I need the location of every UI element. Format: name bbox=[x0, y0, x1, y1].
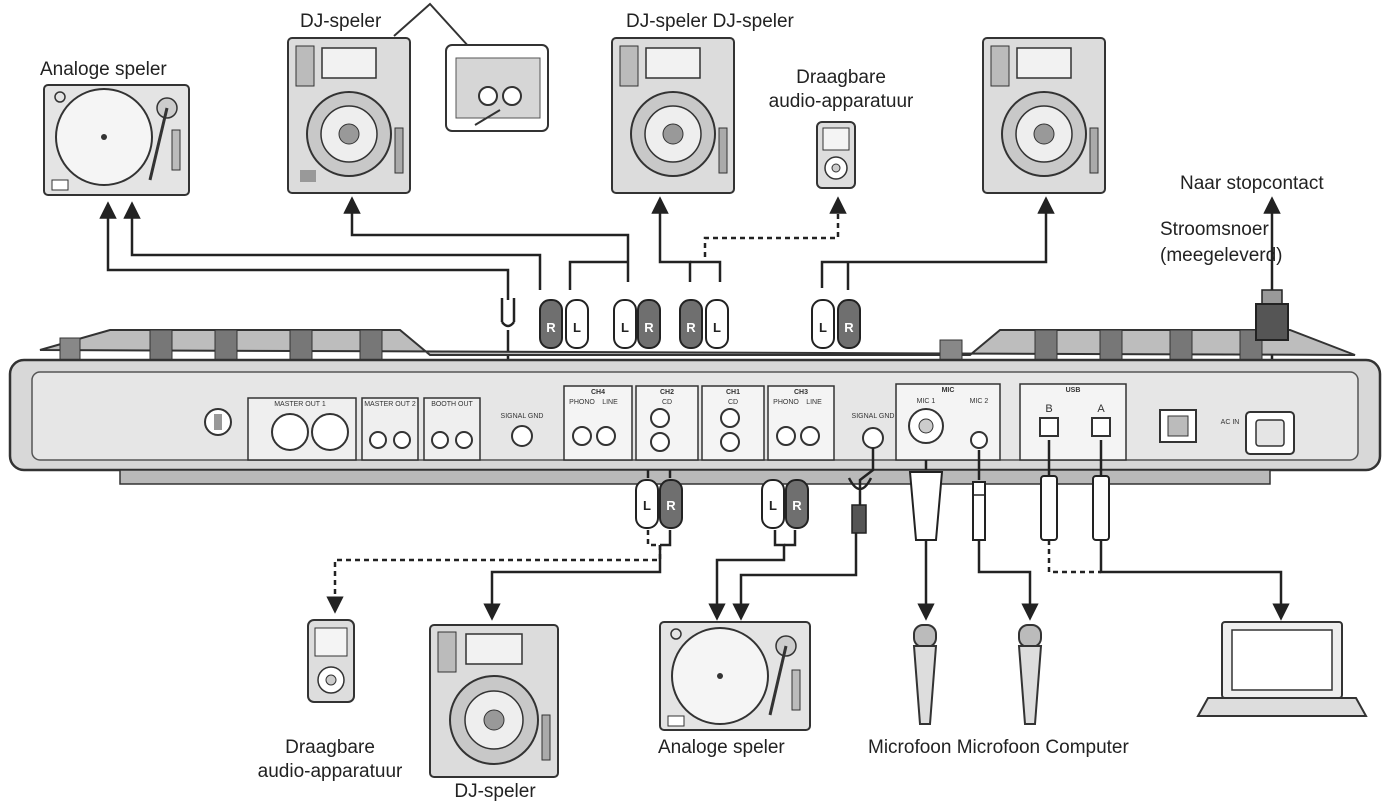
svg-text:R: R bbox=[644, 320, 654, 335]
label-power-cord-1: Stroomsnoer bbox=[1160, 219, 1269, 240]
svg-text:L: L bbox=[819, 320, 827, 335]
label-portable-top-1: Draagbare bbox=[796, 67, 886, 88]
label-ch4-phono: PHONO bbox=[569, 399, 595, 406]
svg-text:R: R bbox=[792, 498, 802, 513]
label-portable-bottom-1: Draagbare bbox=[285, 737, 375, 758]
controller-body bbox=[8, 329, 1382, 485]
svg-text:R: R bbox=[844, 320, 854, 335]
dj-player-bottom bbox=[429, 624, 559, 778]
dj-player-top-1 bbox=[287, 37, 411, 194]
microphone-1 bbox=[912, 624, 938, 725]
portable-audio-bottom bbox=[307, 619, 355, 703]
jack-plug bbox=[972, 481, 986, 541]
label-usb: USB bbox=[1066, 387, 1081, 394]
label-booth-out: BOOTH OUT bbox=[431, 401, 473, 408]
label-bottom-row: Microfoon Microfoon Computer bbox=[868, 737, 1129, 758]
label-ch1: CH1 bbox=[726, 389, 740, 396]
plug-l-ch3-bottom: L bbox=[761, 479, 785, 529]
usb-plugs bbox=[1040, 475, 1110, 541]
label-to-outlet: Naar stopcontact bbox=[1180, 173, 1324, 194]
plug-r-ch4: R bbox=[539, 299, 563, 349]
label-signal-gnd-left: SIGNAL GND bbox=[501, 413, 544, 420]
callout-zoom bbox=[393, 2, 549, 132]
label-ch3-phono: PHONO bbox=[773, 399, 799, 406]
svg-text:L: L bbox=[769, 498, 777, 513]
label-master-out-2: MASTER OUT 2 bbox=[364, 401, 416, 408]
plug-l-ch4: L bbox=[565, 299, 589, 349]
ground-fork-top bbox=[500, 298, 516, 328]
label-ac-in: AC IN bbox=[1221, 419, 1240, 426]
portable-audio-top bbox=[816, 121, 856, 189]
cables-bottom bbox=[326, 440, 1290, 612]
plug-l-ch2: L bbox=[635, 479, 659, 529]
label-dj-player-top-2: DJ-speler DJ-speler bbox=[626, 11, 794, 32]
plugs-bottom: L R L R bbox=[635, 479, 809, 529]
label-portable-bottom-2: audio-apparatuur bbox=[257, 761, 403, 782]
plug-r-ch1: R bbox=[679, 299, 703, 349]
label-usb-b: B bbox=[1045, 403, 1052, 415]
microphone-2 bbox=[1017, 624, 1043, 725]
dj-player-top-2 bbox=[611, 37, 735, 194]
plug-l-ch4b: L bbox=[613, 299, 637, 349]
label-analog-player-top: Analoge speler bbox=[40, 59, 167, 80]
plug-r-ch2: R bbox=[659, 479, 683, 529]
plug-r-ch3-bottom: R bbox=[785, 479, 809, 529]
label-ch3: CH3 bbox=[794, 389, 808, 396]
label-signal-gnd-right: SIGNAL GND bbox=[852, 413, 895, 420]
label-power-cord-2: (meegeleverd) bbox=[1160, 245, 1283, 266]
analog-player-top bbox=[43, 84, 190, 196]
svg-text:L: L bbox=[643, 498, 651, 513]
label-dj-player-top-1: DJ-speler bbox=[300, 11, 382, 32]
plug-l-ch3: L bbox=[811, 299, 835, 349]
label-usb-a: A bbox=[1097, 403, 1105, 415]
svg-text:R: R bbox=[546, 320, 556, 335]
svg-text:R: R bbox=[666, 498, 676, 513]
computer-laptop bbox=[1196, 621, 1368, 717]
label-ch4-line: LINE bbox=[602, 399, 618, 406]
svg-text:R: R bbox=[686, 320, 696, 335]
label-mic1: MIC 1 bbox=[917, 398, 936, 405]
analog-player-bottom bbox=[659, 621, 811, 731]
label-ch3-line: LINE bbox=[806, 399, 822, 406]
plug-r-ch4b: R bbox=[637, 299, 661, 349]
label-mic2: MIC 2 bbox=[970, 398, 989, 405]
power-plug bbox=[1255, 289, 1289, 341]
label-master-out-1: MASTER OUT 1 bbox=[274, 401, 326, 408]
panel-labels: MASTER OUT 1 MASTER OUT 2 BOOTH OUT SIGN… bbox=[274, 387, 1239, 426]
label-ch2: CH2 bbox=[660, 389, 674, 396]
label-ch2-cd: CD bbox=[662, 399, 672, 406]
plugs-top: R L L R R L L R bbox=[539, 299, 861, 349]
xlr-plug bbox=[908, 471, 944, 541]
svg-text:L: L bbox=[713, 320, 721, 335]
label-ch1-cd: CD bbox=[728, 399, 738, 406]
plug-r-ch3: R bbox=[837, 299, 861, 349]
label-portable-top-2: audio-apparatuur bbox=[768, 91, 914, 112]
label-ch4: CH4 bbox=[591, 389, 605, 396]
svg-text:L: L bbox=[621, 320, 629, 335]
label-analog-player-bottom: Analoge speler bbox=[658, 737, 785, 758]
plug-l-ch1: L bbox=[705, 299, 729, 349]
ground-fork-bottom bbox=[847, 477, 873, 534]
dj-player-top-3 bbox=[982, 37, 1106, 194]
label-dj-player-bottom: DJ-speler bbox=[454, 781, 536, 802]
label-mic: MIC bbox=[942, 387, 955, 394]
svg-text:L: L bbox=[573, 320, 581, 335]
